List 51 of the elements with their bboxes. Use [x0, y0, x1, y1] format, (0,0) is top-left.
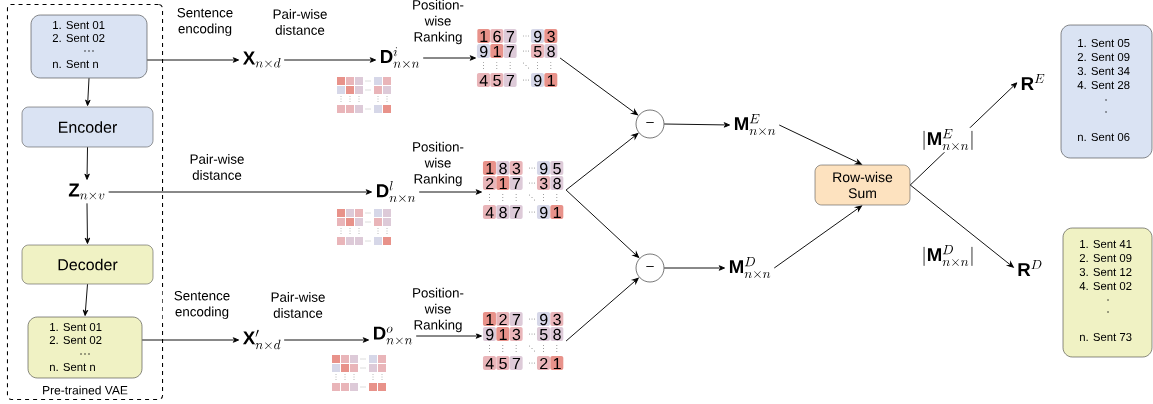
arrow — [85, 77, 91, 106]
sentence-list-box: 1. Sent 05 2. Sent 09 3. Sent 34 4. Sent 28 n. Sent 06 — [1060, 24, 1153, 159]
ranking-matrix: 1 8 3 9 5 2 1 7 3 8 4 8 7 9 1 — [482, 161, 564, 219]
arrow — [283, 337, 370, 343]
edge-label: $|\mathbf{M}^{D}_{n\times n}|$ — [920, 243, 976, 269]
difference-matrix: $\mathbf{M}^{D}_{n\times n}$ — [729, 257, 771, 278]
embedding-matrix: $\mathbf{X}_{n\times d}$ — [242, 51, 281, 68]
arrow — [146, 57, 240, 63]
arrow — [422, 55, 476, 61]
arrow — [565, 189, 640, 258]
ranking-vector: $\mathbf{R}^{E}$ — [1021, 74, 1045, 91]
ranking-vector: $\mathbf{R}^{D}$ — [1018, 259, 1042, 277]
edge-label: Pair-wise distance — [177, 152, 257, 182]
sentence-list-box: 1. Sent 41 2. Sent 09 3. Sent 12 4. Sent 02 n. Sent 73 — [1062, 227, 1153, 358]
ranking-matrix: 1 2 7 9 3 9 1 3 5 8 4 5 7 2 1 — [482, 312, 564, 370]
edge-label: Sentence encoding — [162, 289, 242, 321]
arrow — [84, 146, 90, 180]
arrow — [663, 265, 726, 271]
latent-matrix: $\mathbf{Z}_{n\times v}$ — [68, 183, 105, 200]
edge-label: $|\mathbf{M}^{E}_{n\times n}|$ — [920, 127, 976, 153]
arrow — [82, 283, 89, 316]
ranking-matrix: 1 6 7 9 3 9 1 7 5 8 4 5 7 9 1 — [476, 29, 558, 87]
edge-label: Position-wise Ranking — [398, 140, 478, 188]
frame-caption: Pre-trained VAE — [43, 385, 128, 395]
arrow — [909, 184, 1014, 268]
arrow — [108, 189, 373, 195]
arrow — [283, 57, 377, 63]
arrow — [663, 122, 731, 128]
encoder-box: Encoder — [21, 106, 154, 148]
arrow — [141, 337, 240, 343]
arrow — [559, 57, 638, 116]
embedding-matrix: $\mathbf{X}'_{n\times d}$ — [242, 329, 281, 350]
arrow — [773, 205, 862, 269]
decoder-box: Decoder — [21, 244, 154, 285]
distance-matrix: $\mathbf{D}^{i}_{n\times n}$ — [381, 47, 420, 68]
arrow — [778, 124, 862, 165]
edge-label: Position-wise Ranking — [398, 0, 478, 46]
model-frame — [6, 3, 164, 401]
arrow — [415, 333, 482, 339]
edge-label: Pair-wise distance — [258, 290, 338, 320]
sentence-list-box: 1. Sent 01 2. Sent 02 n. Sent n — [30, 14, 148, 79]
arrow — [418, 189, 482, 195]
summation-box: Row-wise Sum — [814, 164, 911, 206]
edge-label: Position-wise Ranking — [398, 286, 478, 334]
edge-label: Sentence encoding — [165, 6, 245, 38]
sentence-list-box: 1. Sent 01 2. Sent 02 n. Sent n — [27, 316, 143, 379]
arrow — [565, 277, 639, 342]
difference-matrix: $\mathbf{M}^{E}_{n\times n}$ — [734, 114, 776, 135]
arrow — [84, 202, 91, 244]
arrow — [565, 133, 639, 191]
edge-label: Pair-wise distance — [260, 7, 340, 37]
